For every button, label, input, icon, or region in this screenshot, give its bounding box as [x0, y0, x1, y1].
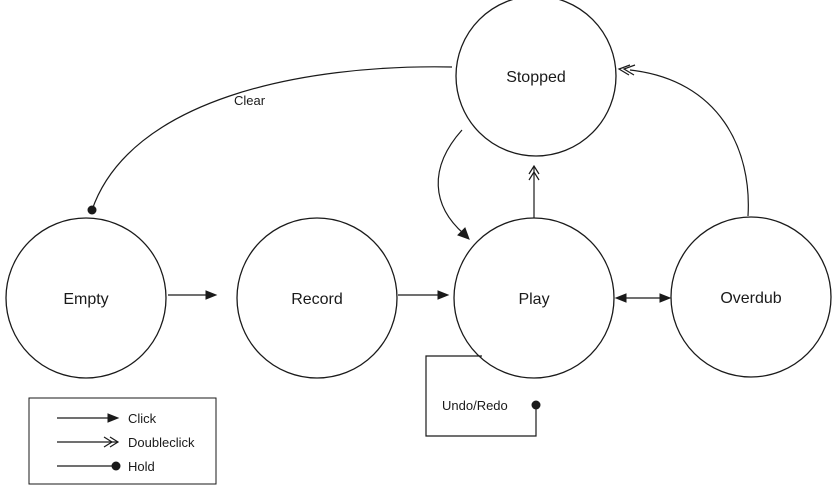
legend-item-click: Click [57, 411, 157, 426]
doubleclick-arrowhead [528, 164, 540, 175]
edge-record-to-play [398, 290, 450, 300]
node-overdub-label: Overdub [720, 290, 781, 307]
doubleclick-arrowhead [103, 436, 114, 448]
click-arrowhead [614, 293, 627, 303]
legend-item-hold: Hold [57, 459, 155, 474]
node-overdub: Overdub [670, 216, 832, 378]
legend-doubleclick-label: Doubleclick [128, 435, 195, 450]
edge-stopped-to-play [437, 129, 470, 240]
hold-dot [531, 400, 541, 410]
node-stopped-label: Stopped [506, 69, 566, 86]
click-arrowhead [457, 227, 470, 240]
hold-dot [87, 205, 97, 215]
doubleclick-arrowhead [622, 64, 636, 76]
edge-empty-to-record [168, 290, 218, 300]
edge-play-undo-redo: Undo/Redo [425, 355, 541, 437]
edge-overdub-to-stopped [617, 64, 749, 217]
edge-stopped-to-empty-clear: Clear [87, 66, 453, 215]
click-arrowhead [659, 293, 672, 303]
node-empty: Empty [5, 217, 167, 379]
undo-redo-label: Undo/Redo [442, 398, 508, 413]
legend-box [28, 397, 217, 485]
node-record: Record [236, 217, 398, 379]
node-play: Play [453, 217, 615, 379]
click-arrowhead [205, 290, 218, 300]
doubleclick-arrowhead [617, 64, 631, 76]
click-arrowhead [107, 413, 120, 423]
legend-item-doubleclick: Doubleclick [57, 435, 195, 450]
doubleclick-arrowhead [109, 436, 120, 448]
edge-play-overdub [614, 293, 672, 303]
node-stopped: Stopped [455, 0, 617, 157]
legend-click-label: Click [128, 411, 157, 426]
clear-label: Clear [234, 93, 266, 108]
legend-hold-label: Hold [128, 459, 155, 474]
legend: Click Doubleclick Hold [28, 397, 217, 485]
node-play-label: Play [518, 291, 549, 308]
doubleclick-arrowhead [528, 170, 540, 181]
hold-dot [111, 461, 121, 471]
node-record-label: Record [291, 291, 343, 308]
node-empty-label: Empty [63, 291, 108, 308]
edge-play-to-stopped [528, 164, 540, 218]
click-arrowhead [437, 290, 450, 300]
